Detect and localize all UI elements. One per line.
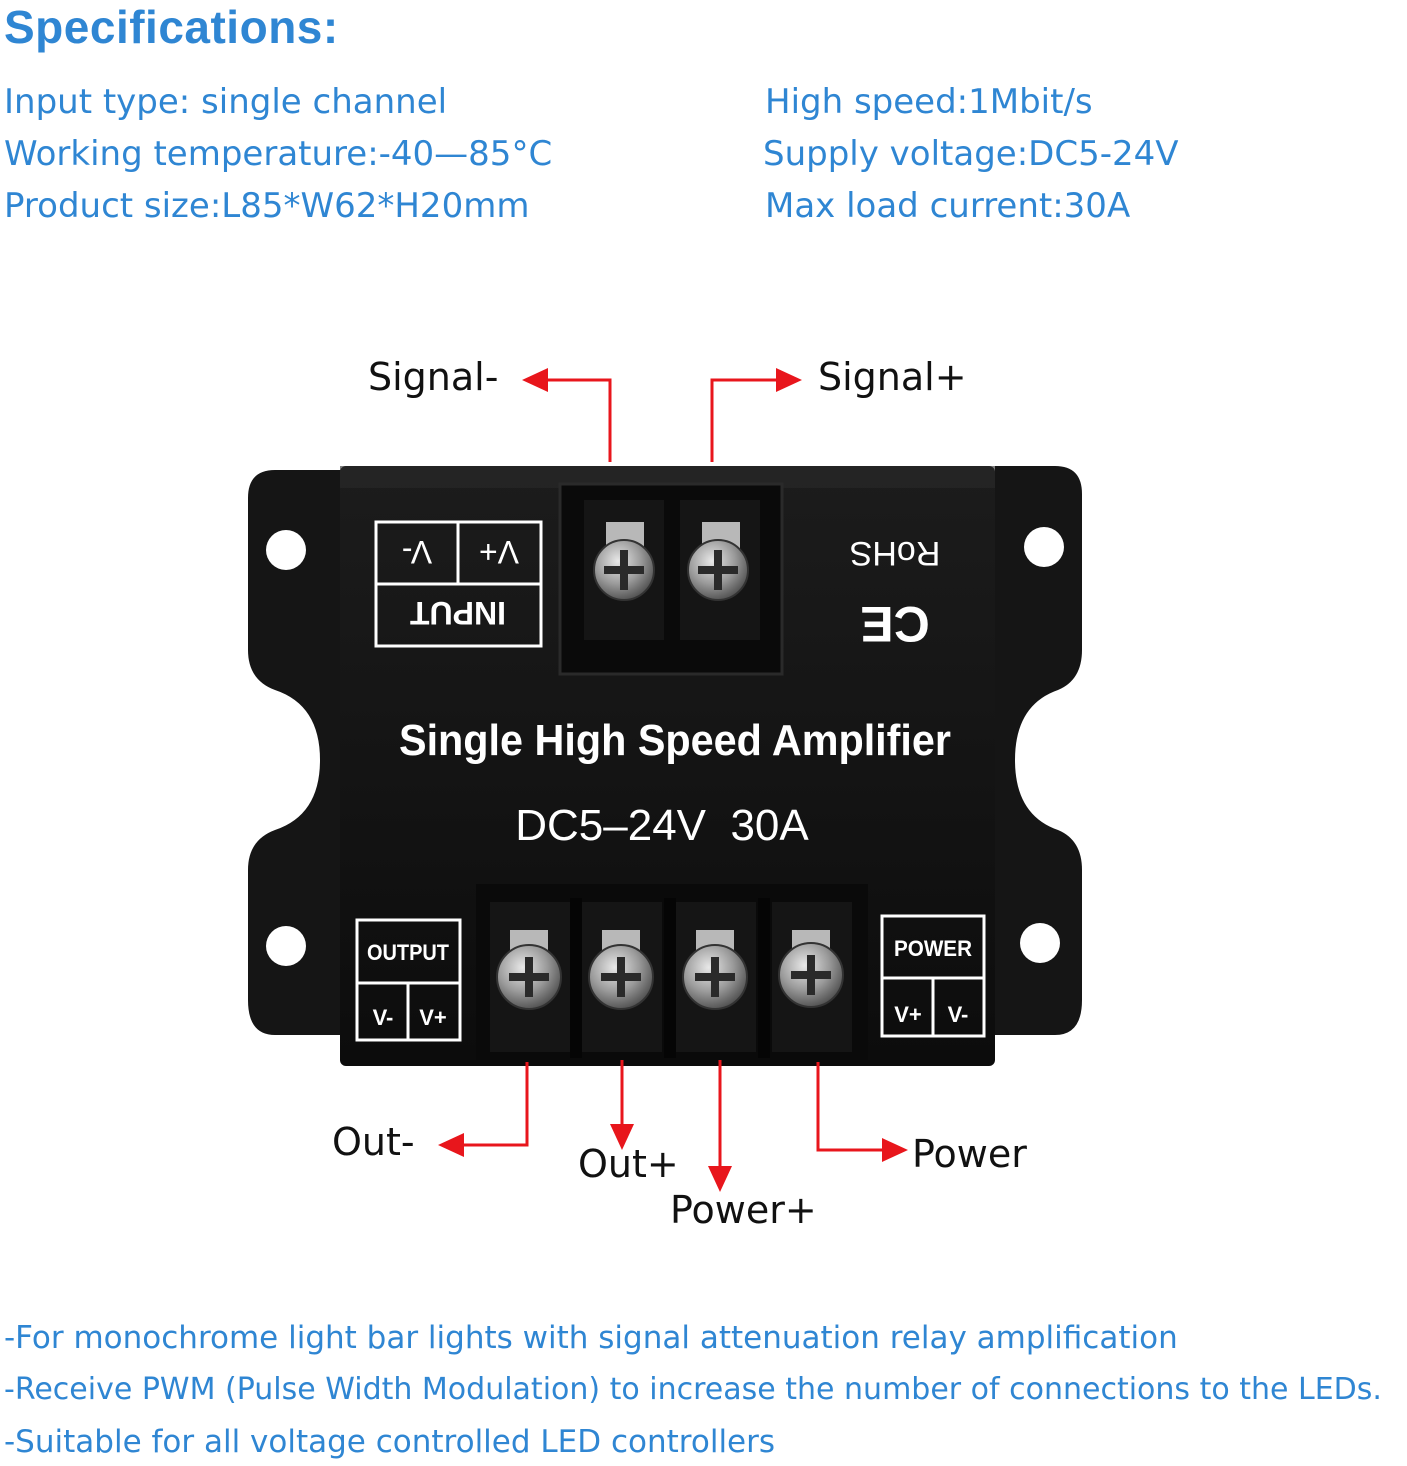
- spec-supply-voltage: Supply voltage:DC5-24V: [763, 134, 1179, 174]
- power-label: POWER: [894, 936, 972, 961]
- mount-hole-icon: [1020, 923, 1060, 963]
- power-vminus-label: V-: [948, 1002, 969, 1027]
- input-label: INPUT: [410, 595, 506, 631]
- mount-hole-icon: [266, 530, 306, 570]
- specifications-heading: Specifications:: [4, 1, 339, 53]
- output-power-terminal-block: [476, 884, 868, 1060]
- power-label-box: POWER V+ V-: [880, 914, 986, 1038]
- callout-out-plus: Out+: [578, 1142, 679, 1186]
- spec-input-type: Input type: single channel: [4, 82, 448, 122]
- input-terminal-block: [558, 482, 784, 676]
- spec-product-size: Product size:L85*W62*H20mm: [4, 186, 530, 226]
- power-vplus-label: V+: [894, 1002, 922, 1027]
- mount-hole-icon: [266, 926, 306, 966]
- input-vplus-label: V+: [479, 534, 519, 570]
- callout-power: Power: [912, 1132, 1027, 1176]
- callout-signal-plus: Signal+: [818, 355, 967, 399]
- output-label: OUTPUT: [367, 940, 449, 965]
- screw-icon: [593, 539, 655, 601]
- ce-mark-icon: CE: [860, 596, 929, 652]
- mount-hole-icon: [1024, 527, 1064, 567]
- power-minus-arrow-icon: [816, 1062, 885, 1152]
- mounting-ear-right: [995, 466, 1082, 1035]
- device-rating: DC5–24V 30A: [515, 801, 809, 850]
- signal-plus-arrow-icon: [710, 378, 780, 462]
- spec-working-temperature: Working temperature:-40—85°C: [4, 134, 553, 174]
- output-vplus-label: V+: [419, 1005, 447, 1030]
- input-vminus-label: V-: [402, 534, 432, 570]
- mounting-ear-left: [248, 470, 345, 1035]
- screw-icon: [778, 942, 844, 1008]
- input-label-box: INPUT V- V+: [374, 520, 543, 648]
- screw-icon: [682, 944, 748, 1010]
- spec-high-speed: High speed:1Mbit/s: [765, 82, 1093, 122]
- screw-icon: [496, 944, 562, 1010]
- spec-max-load-current: Max load current:30A: [765, 186, 1131, 226]
- signal-minus-arrow-icon: [545, 378, 612, 462]
- callout-out-minus: Out-: [332, 1120, 415, 1164]
- out-minus-arrow-icon: [462, 1062, 529, 1147]
- screw-icon: [687, 539, 749, 601]
- output-vminus-label: V-: [373, 1005, 394, 1030]
- feature-line-1: -For monochrome light bar lights with si…: [4, 1320, 1178, 1356]
- output-label-box: OUTPUT V- V+: [355, 918, 462, 1042]
- callout-power-plus: Power+: [670, 1188, 817, 1232]
- screw-icon: [588, 944, 654, 1010]
- device-title: Single High Speed Amplifier: [399, 716, 951, 765]
- callout-arrows: [462, 378, 885, 1170]
- callout-signal-minus: Signal-: [368, 355, 499, 399]
- feature-line-3: -Suitable for all voltage controlled LED…: [4, 1424, 776, 1460]
- rohs-mark: RoHS: [850, 534, 941, 572]
- feature-line-2: -Receive PWM (Pulse Width Modulation) to…: [4, 1372, 1382, 1407]
